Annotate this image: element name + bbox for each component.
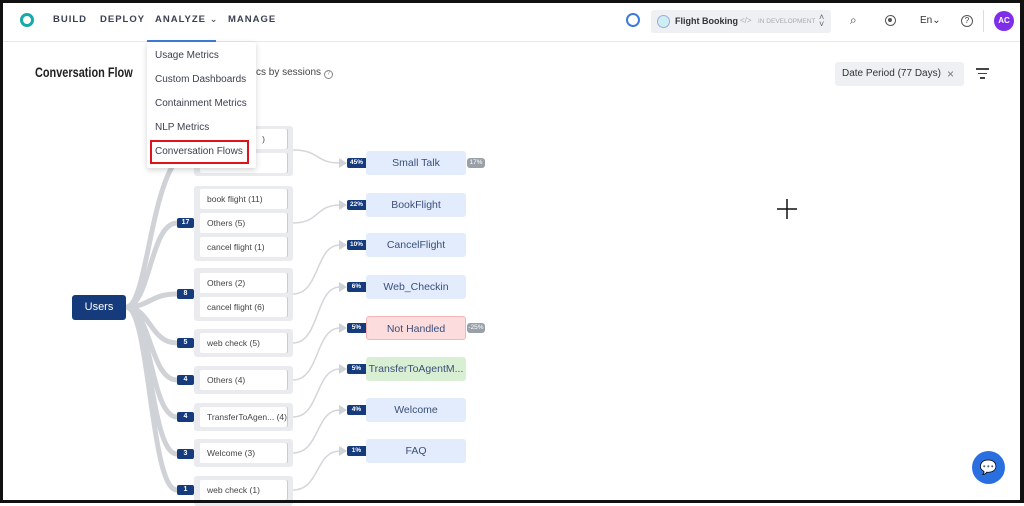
menu-item-containment-metrics[interactable]: Containment Metrics: [155, 98, 247, 109]
intent-node[interactable]: TransferToAgentM...: [366, 357, 466, 381]
chat-support-button[interactable]: 💬: [972, 451, 1005, 484]
subtitle-text: cs by sessions: [256, 67, 322, 78]
dropoff-badge: -25%: [467, 323, 485, 333]
app-selector[interactable]: Flight Booking </> IN DEVELOPMENT ˄˅: [651, 10, 831, 33]
count-badge: 3: [177, 449, 194, 459]
page-title: Conversation Flow: [35, 64, 133, 80]
date-period-filter[interactable]: Date Period (77 Days) ×: [835, 62, 964, 86]
menu-item-conversation-flows[interactable]: Conversation Flows: [155, 146, 243, 157]
language-selector[interactable]: En⌄: [920, 15, 941, 26]
percent-badge: 22%: [347, 200, 366, 210]
step-item[interactable]: book flight (11): [200, 189, 287, 209]
menu-item-usage-metrics[interactable]: Usage Metrics: [155, 50, 219, 61]
step-item[interactable]: Others (2): [200, 273, 287, 293]
intent-link: [292, 244, 341, 295]
intent-link: [292, 409, 341, 454]
info-icon[interactable]: ?: [323, 70, 333, 79]
intent-link: [292, 450, 341, 491]
root-links: [124, 147, 195, 493]
intent-node[interactable]: Not Handled: [366, 316, 466, 340]
intent-link: [292, 368, 341, 418]
chat-icon: 💬: [979, 459, 998, 475]
intent-node[interactable]: BookFlight: [366, 193, 466, 217]
filter-icon[interactable]: [976, 68, 989, 79]
close-icon[interactable]: ×: [947, 67, 955, 81]
root-link: [125, 220, 178, 310]
root-link: [125, 147, 195, 310]
percent-badge: 6%: [347, 282, 366, 292]
app-name: Flight Booking: [675, 16, 738, 26]
step-item[interactable]: Welcome (3): [200, 443, 287, 463]
active-nav-indicator: [147, 40, 216, 42]
chevron-down-icon: ⌄: [932, 15, 941, 26]
app-icon: [657, 15, 670, 28]
intent-link: [292, 327, 341, 381]
intent-link: [292, 149, 341, 164]
code-icon: </>: [740, 16, 752, 25]
avatar[interactable]: AC: [994, 11, 1014, 31]
root-link: [124, 304, 178, 493]
chevron-down-icon: ⌄: [209, 14, 219, 25]
search-icon[interactable]: ⌕: [850, 13, 857, 27]
nav-manage[interactable]: MANAGE: [228, 14, 277, 25]
step-item[interactable]: cancel flight (1): [200, 237, 287, 257]
divider: [983, 10, 984, 32]
selection-highlight: [150, 140, 249, 164]
nav-deploy[interactable]: DEPLOY: [100, 14, 146, 25]
menu-item-nlp-metrics[interactable]: NLP Metrics: [155, 122, 210, 133]
nav-analyze[interactable]: ANALYZE ⌄: [155, 14, 219, 25]
intent-node[interactable]: Small Talk: [366, 151, 466, 175]
percent-badge: 5%: [347, 323, 366, 333]
step-item[interactable]: web check (5): [200, 333, 287, 353]
top-header: BUILD DEPLOY ANALYZE ⌄ MANAGE Flight Boo…: [0, 0, 1024, 42]
step-item[interactable]: cancel flight (6): [200, 297, 287, 317]
percent-badge: 4%: [347, 405, 366, 415]
intent-links: [292, 149, 341, 491]
target-icon[interactable]: [885, 15, 896, 26]
step-item[interactable]: TransferToAgen... (4): [200, 407, 287, 427]
intent-node[interactable]: FAQ: [366, 439, 466, 463]
logo-icon[interactable]: [20, 13, 34, 27]
intent-link: [292, 204, 341, 224]
users-root-node[interactable]: Users: [72, 295, 126, 320]
count-badge: 1: [177, 485, 194, 495]
nav-analyze-label: ANALYZE: [155, 14, 206, 25]
help-icon[interactable]: ?: [961, 15, 973, 27]
step-item[interactable]: Others (4): [200, 370, 287, 390]
nav-build[interactable]: BUILD: [53, 14, 88, 25]
count-badge: 4: [177, 375, 194, 385]
intent-link: [292, 286, 341, 344]
language-label: En: [920, 15, 933, 26]
count-badge: 17: [177, 218, 194, 228]
count-badge: 8: [177, 289, 194, 299]
step-item[interactable]: Others (5): [200, 213, 287, 233]
percent-badge: 10%: [347, 240, 366, 250]
sync-icon[interactable]: [626, 13, 640, 27]
intent-node[interactable]: Web_Checkin: [366, 275, 466, 299]
analyze-dropdown-menu: Usage Metrics Custom Dashboards Containm…: [147, 42, 256, 168]
intent-node[interactable]: CancelFlight: [366, 233, 466, 257]
dropoff-badge: 17%: [467, 158, 485, 168]
crosshair-cursor: [777, 199, 797, 219]
percent-badge: 1%: [347, 446, 366, 456]
date-period-label: Date Period (77 Days): [842, 68, 941, 79]
env-status: IN DEVELOPMENT: [758, 18, 816, 25]
intent-node[interactable]: Welcome: [366, 398, 466, 422]
percent-badge: 5%: [347, 364, 366, 374]
menu-item-custom-dashboards[interactable]: Custom Dashboards: [155, 74, 247, 85]
count-badge: 5: [177, 338, 194, 348]
updown-icon: ˄˅: [819, 12, 825, 29]
percent-badge: 45%: [347, 158, 366, 168]
count-badge: 4: [177, 412, 194, 422]
step-item[interactable]: web check (1): [200, 480, 287, 500]
page-subtitle: cs by sessions ?: [256, 67, 333, 79]
arrowheads: [339, 158, 347, 456]
